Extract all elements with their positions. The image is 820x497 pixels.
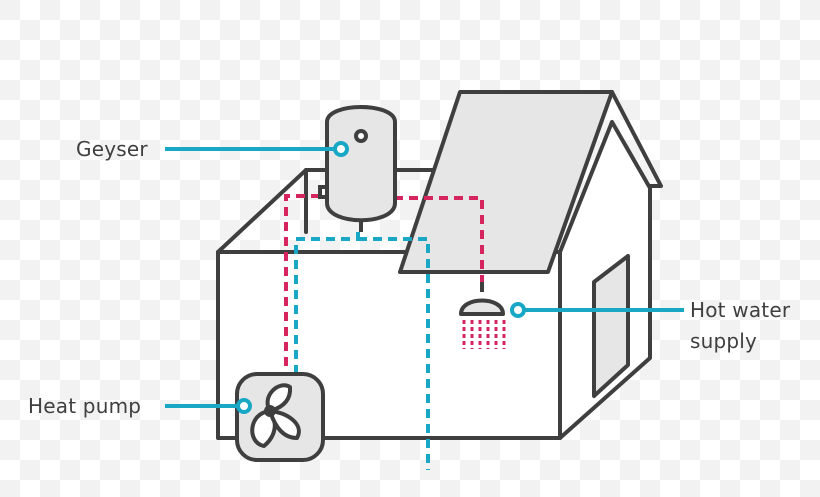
- hot-water-supply-label: Hot water supply: [690, 295, 815, 357]
- shower-head-icon: [459, 282, 506, 349]
- house-side-window: [592, 254, 630, 398]
- heat-pump-label: Heat pump: [28, 394, 142, 418]
- house-roof-gable: [610, 90, 663, 188]
- cold-water-pipe: [294, 232, 430, 470]
- hot-water-pipe: [284, 194, 484, 383]
- callout-pointers: [165, 141, 684, 414]
- geyser-label: Geyser: [76, 137, 148, 161]
- hot-water-supply-label-line-2: supply: [690, 329, 758, 353]
- fan-icon: [235, 372, 325, 462]
- water-heater-icon: [318, 105, 397, 232]
- hot-water-supply-label-line-1: Hot water: [690, 298, 791, 322]
